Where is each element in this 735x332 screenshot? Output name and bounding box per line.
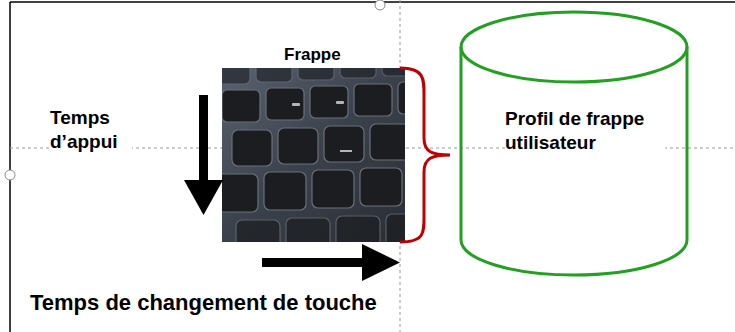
frame-line: [10, 1, 735, 3]
curly-brace: [400, 68, 450, 242]
node-label: Profil de frappe utilisateur: [505, 107, 665, 155]
right-arrow: [262, 244, 400, 281]
down-arrow: [184, 95, 223, 215]
handle: [5, 170, 15, 180]
annotation-label: Temps d’appui: [50, 106, 132, 154]
handle: [375, 0, 385, 10]
frame-line: [9, 2, 11, 332]
storage-cylinder: Profil de frappe utilisateur: [458, 10, 690, 278]
annotation-label: Frappe: [284, 44, 341, 65]
annotation-label: Temps de changement de touche: [30, 289, 377, 317]
keyboard-photo: [222, 68, 405, 242]
